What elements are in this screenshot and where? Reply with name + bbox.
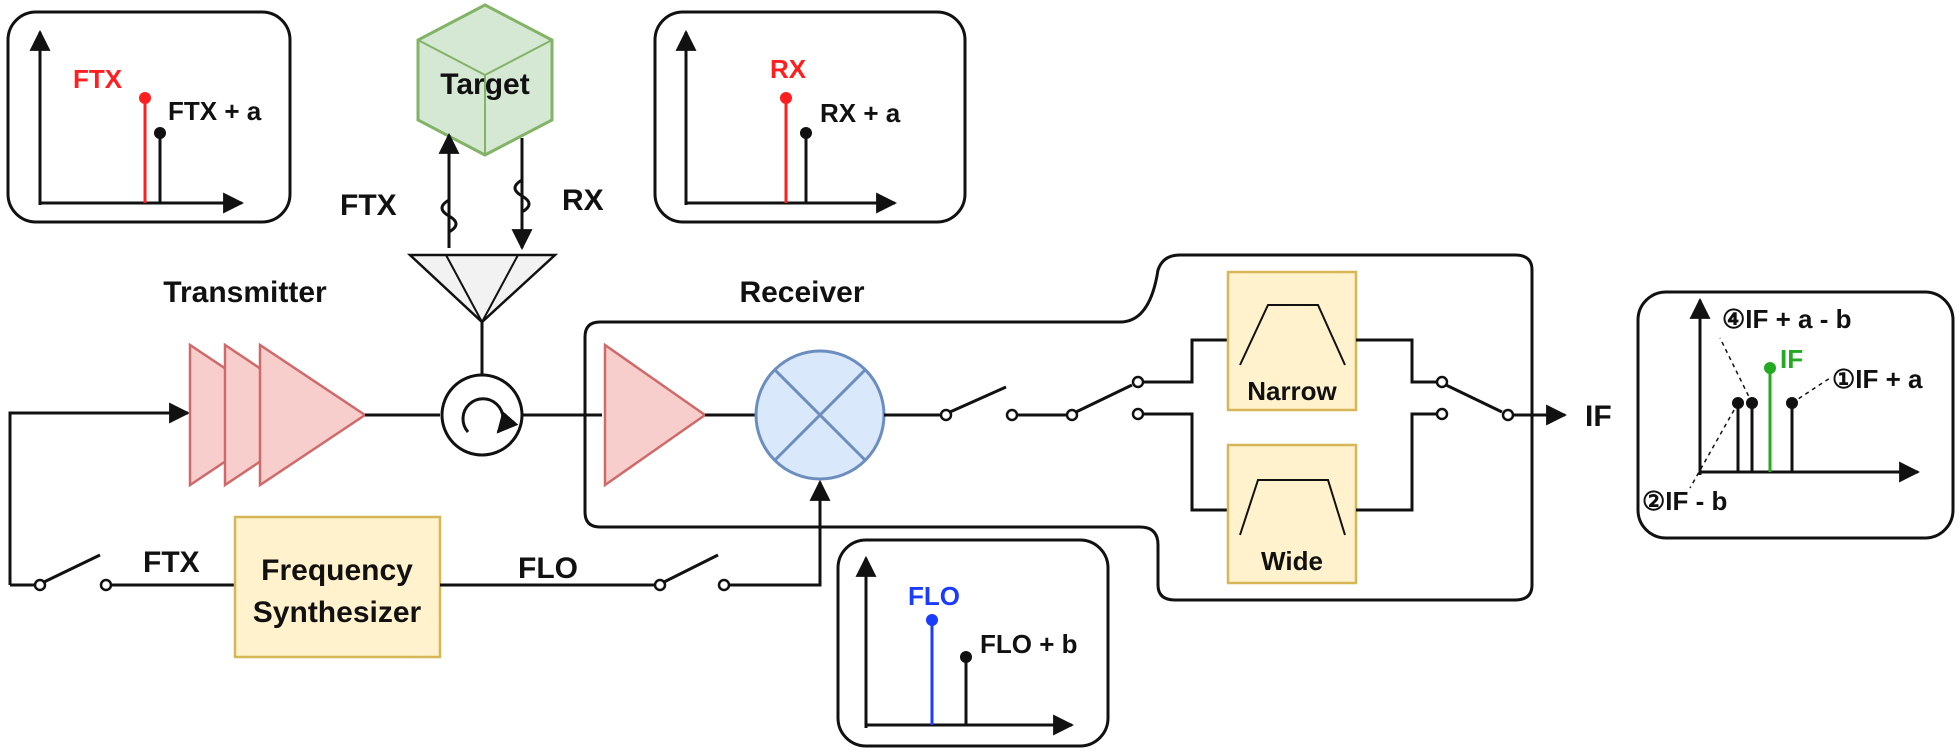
spectrum-panel-tx: FTX FTX + a — [6, 10, 292, 224]
receiver-switch-1 — [939, 385, 1019, 422]
antenna — [406, 253, 559, 380]
spectrum-panel-rx: RX RX + a — [653, 10, 967, 224]
synthesizer-line2: Synthesizer — [253, 596, 422, 629]
lo-main-dot — [926, 614, 938, 626]
lo-side-dot — [960, 651, 972, 663]
if-spur4-label: ④IF + a - b — [1722, 304, 1852, 334]
mixer — [754, 349, 886, 481]
lo-switch — [653, 553, 731, 592]
rx-amplifier — [603, 342, 708, 488]
spectrum-panel-lo: FLO FLO + b — [836, 538, 1110, 748]
tx-main-label: FTX — [73, 64, 123, 94]
lo-main-label: FLO — [908, 581, 960, 611]
if-spur1-label: ①IF + a — [1832, 364, 1923, 394]
filter-select-switch-out — [1435, 375, 1515, 422]
antenna-rx-label: RX — [562, 184, 604, 217]
if-output-label: IF — [1585, 400, 1612, 433]
rx-side-label: RX + a — [820, 98, 901, 128]
synth-flo-label: FLO — [518, 552, 578, 585]
tx-amplifier — [188, 342, 368, 488]
tx-side-dot — [154, 127, 166, 139]
if-main-label: IF — [1780, 344, 1803, 374]
rx-main-dot — [780, 92, 792, 104]
circulator — [440, 373, 524, 457]
filter-select-switch-in — [1065, 375, 1145, 422]
synth-ftx-label: FTX — [143, 546, 200, 579]
antenna-tx-label: FTX — [340, 189, 397, 222]
tx-side-label: FTX + a — [168, 96, 262, 126]
transmitter-label: Transmitter — [163, 276, 327, 309]
spectrum-panel-if: ④IF + a - b IF ①IF + a ②IF - b — [1636, 290, 1955, 540]
if-spur2-label: ②IF - b — [1642, 486, 1727, 516]
rx-side-dot — [800, 127, 812, 139]
tx-switch — [10, 553, 113, 592]
lo-side-label: FLO + b — [980, 629, 1078, 659]
narrow-filter: Narrow — [1226, 270, 1358, 412]
if-main-dot — [1764, 362, 1776, 374]
rx-main-label: RX — [770, 54, 807, 84]
receiver-label: Receiver — [739, 276, 864, 309]
frequency-synthesizer: Frequency Synthesizer — [233, 515, 442, 659]
narrow-filter-label: Narrow — [1247, 376, 1337, 406]
tx-main-dot — [139, 92, 151, 104]
wide-filter: Wide — [1226, 443, 1358, 585]
target-block: Target — [416, 3, 554, 157]
wide-filter-label: Wide — [1261, 546, 1323, 576]
target-label: Target — [440, 68, 529, 101]
receiver-enclosure — [583, 253, 1534, 602]
synthesizer-line1: Frequency — [261, 554, 413, 587]
